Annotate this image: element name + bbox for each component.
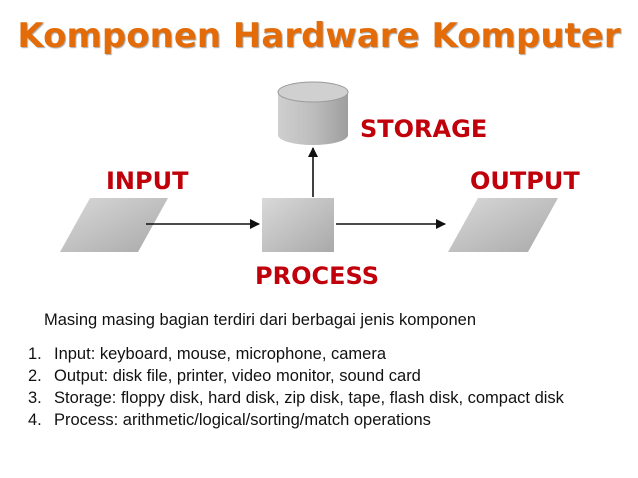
list-number: 4. (28, 411, 42, 429)
list-item: 4. Process: arithmetic/logical/sorting/ma… (22, 409, 622, 431)
list-text: Storage: floppy disk, hard disk, zip dis… (54, 389, 564, 407)
list-number: 1. (28, 345, 42, 363)
list-number: 3. (28, 389, 42, 407)
intro-text: Masing masing bagian terdiri dari berbag… (44, 311, 476, 329)
input-label: INPUT (106, 167, 189, 195)
component-list: 1. Input: keyboard, mouse, microphone, ca… (22, 343, 622, 431)
list-item: 2. Output: disk file, printer, video moni… (22, 365, 622, 387)
output-label: OUTPUT (470, 167, 580, 195)
process-box (262, 198, 334, 252)
input-parallelogram (60, 198, 168, 252)
storage-label: STORAGE (360, 115, 487, 143)
output-parallelogram (448, 198, 558, 252)
list-item: 1. Input: keyboard, mouse, microphone, ca… (22, 343, 622, 365)
process-label: PROCESS (255, 262, 379, 290)
list-text: Process: arithmetic/logical/sorting/matc… (54, 411, 431, 429)
list-text: Input: keyboard, mouse, microphone, came… (54, 345, 387, 363)
storage-cylinder (277, 81, 349, 145)
list-number: 2. (28, 367, 42, 385)
list-text: Output: disk file, printer, video monito… (54, 367, 421, 385)
page-title: Komponen Hardware Komputer (17, 16, 621, 56)
list-item: 3. Storage: floppy disk, hard disk, zip d… (22, 387, 622, 409)
